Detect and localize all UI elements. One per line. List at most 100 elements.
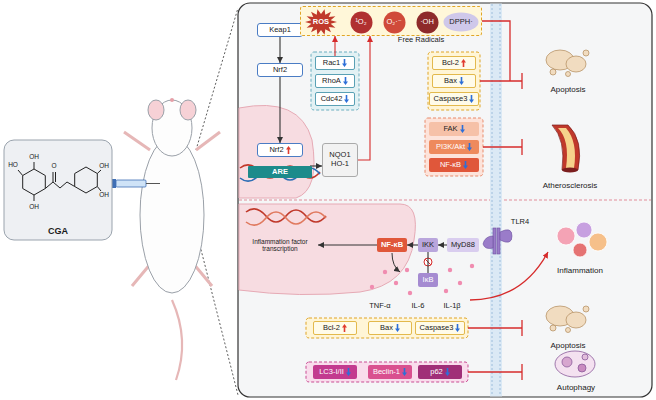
arrow-shape <box>463 161 468 169</box>
cell-panel <box>239 200 651 201</box>
inhibition-line <box>480 80 522 81</box>
radical-group: ROS¹O₂O₂·⁻·OHDPPH·Free Radicals <box>300 6 482 36</box>
radical-circle: O₂·⁻ <box>383 11 406 34</box>
molecule-box <box>4 140 112 240</box>
radical-circle: ¹O₂ <box>350 11 373 34</box>
protein-box: NF-κB <box>429 158 479 172</box>
tlr4-receptor <box>500 230 512 243</box>
arrow-shape <box>460 125 465 133</box>
pathway-group-outline <box>425 118 483 176</box>
chemical-group: OH <box>99 162 109 169</box>
dna-element: ARE <box>248 166 312 178</box>
molecule-structure <box>53 172 54 182</box>
outcome-label: Atherosclerosis <box>543 181 598 190</box>
pathway-group-outline <box>306 52 483 382</box>
mouse-illustration <box>124 98 220 380</box>
autophagy-icon <box>578 364 586 372</box>
inflammation-icon <box>557 227 575 245</box>
nucleus <box>239 105 415 294</box>
molecule-box <box>4 140 112 240</box>
molecule-structure <box>23 169 46 195</box>
pathway-group-outline <box>311 52 359 110</box>
arrow-shape <box>459 77 464 85</box>
outcome-label: Apoptosis <box>550 85 585 94</box>
leader-line <box>196 230 238 395</box>
pathway-arrow <box>438 244 447 245</box>
increase-arrow <box>286 146 291 154</box>
dna-helix <box>246 209 326 222</box>
shape-fill <box>305 9 337 34</box>
shape-fill <box>444 13 479 32</box>
decrease-arrow <box>460 125 465 133</box>
decrease-arrow <box>343 77 348 85</box>
molecule-structure <box>18 170 23 176</box>
decrease-arrow <box>467 143 472 151</box>
mouse-illustration <box>148 100 164 120</box>
node-label: IKK <box>422 241 434 250</box>
node-label: NF-κB <box>440 161 461 170</box>
syringe <box>146 183 160 184</box>
decrease-arrow <box>344 95 349 103</box>
increase-arrow <box>342 324 347 332</box>
node-label: O₂·⁻ <box>386 18 401 27</box>
apoptosis-icon <box>546 50 589 333</box>
protein-box: Cdc42 <box>315 92 355 106</box>
tlr4-receptor <box>497 228 500 254</box>
arrow-shape <box>346 368 351 376</box>
node-label: Keap1 <box>269 26 291 35</box>
decrease-arrow <box>463 161 468 169</box>
cytokine-dot <box>408 291 412 295</box>
leader-line <box>196 8 238 150</box>
protein-box: IKK <box>418 238 438 252</box>
gene-box: NQO1HO-1 <box>322 143 358 177</box>
decrease-arrow <box>346 368 351 376</box>
protein-box: Nrf2 <box>257 63 303 77</box>
apoptosis-icon <box>566 312 586 328</box>
radical-ellipse: DPPH· <box>443 12 479 32</box>
cytokine-dot <box>405 268 409 272</box>
artery-icon <box>552 125 580 173</box>
pathway-arrow <box>279 77 280 143</box>
mouse-illustration <box>170 98 174 102</box>
cytokine-dot <box>470 264 474 268</box>
nucleus <box>239 204 415 295</box>
node-label: IκB <box>423 276 434 285</box>
chemical-group: OH <box>99 191 109 198</box>
inhibition-line <box>521 320 522 336</box>
cytokine-dot <box>394 281 398 285</box>
apoptosis-icon <box>566 328 571 333</box>
node-label: HO-1 <box>331 160 349 169</box>
apoptosis-icon <box>550 325 556 331</box>
node-label: Bax <box>380 324 393 333</box>
cytokine-dot <box>370 264 474 295</box>
protein-box: NF-κB <box>377 238 407 252</box>
protein-box: Bcl-2 <box>313 321 357 335</box>
autophagy-icon <box>562 357 572 367</box>
molecule-structure <box>18 162 101 201</box>
process-label: Inflammation factor transcription <box>247 238 313 253</box>
cell-panel <box>490 4 502 397</box>
shape-fill <box>416 11 438 33</box>
arrow-shape <box>461 59 466 67</box>
arrow-shape <box>445 368 450 376</box>
decrease-arrow <box>445 368 450 376</box>
node-label: Beclin-1 <box>373 368 400 377</box>
arrow-shape <box>467 143 472 151</box>
inhibition-line <box>483 146 522 147</box>
decrease-arrow <box>342 59 347 67</box>
protein-box: Caspase3 <box>429 92 479 106</box>
protein-box: LC3-I/II <box>313 365 357 379</box>
inhibition-line <box>521 139 522 155</box>
node-label: NF-κB <box>381 241 403 250</box>
inhibition-line <box>468 371 522 372</box>
node-label: ROS <box>313 18 329 27</box>
pathway-arrow <box>407 244 418 245</box>
protein-box: Bax <box>432 74 476 88</box>
node-label: ¹O₂ <box>355 18 366 27</box>
inhibition-line <box>470 252 548 300</box>
pathway-group-outline <box>428 52 480 110</box>
cytokine-dot <box>383 270 387 274</box>
chemical-group: HO <box>8 161 18 168</box>
radical-circle: ·OH <box>416 11 439 34</box>
inhibition-line <box>468 327 522 328</box>
